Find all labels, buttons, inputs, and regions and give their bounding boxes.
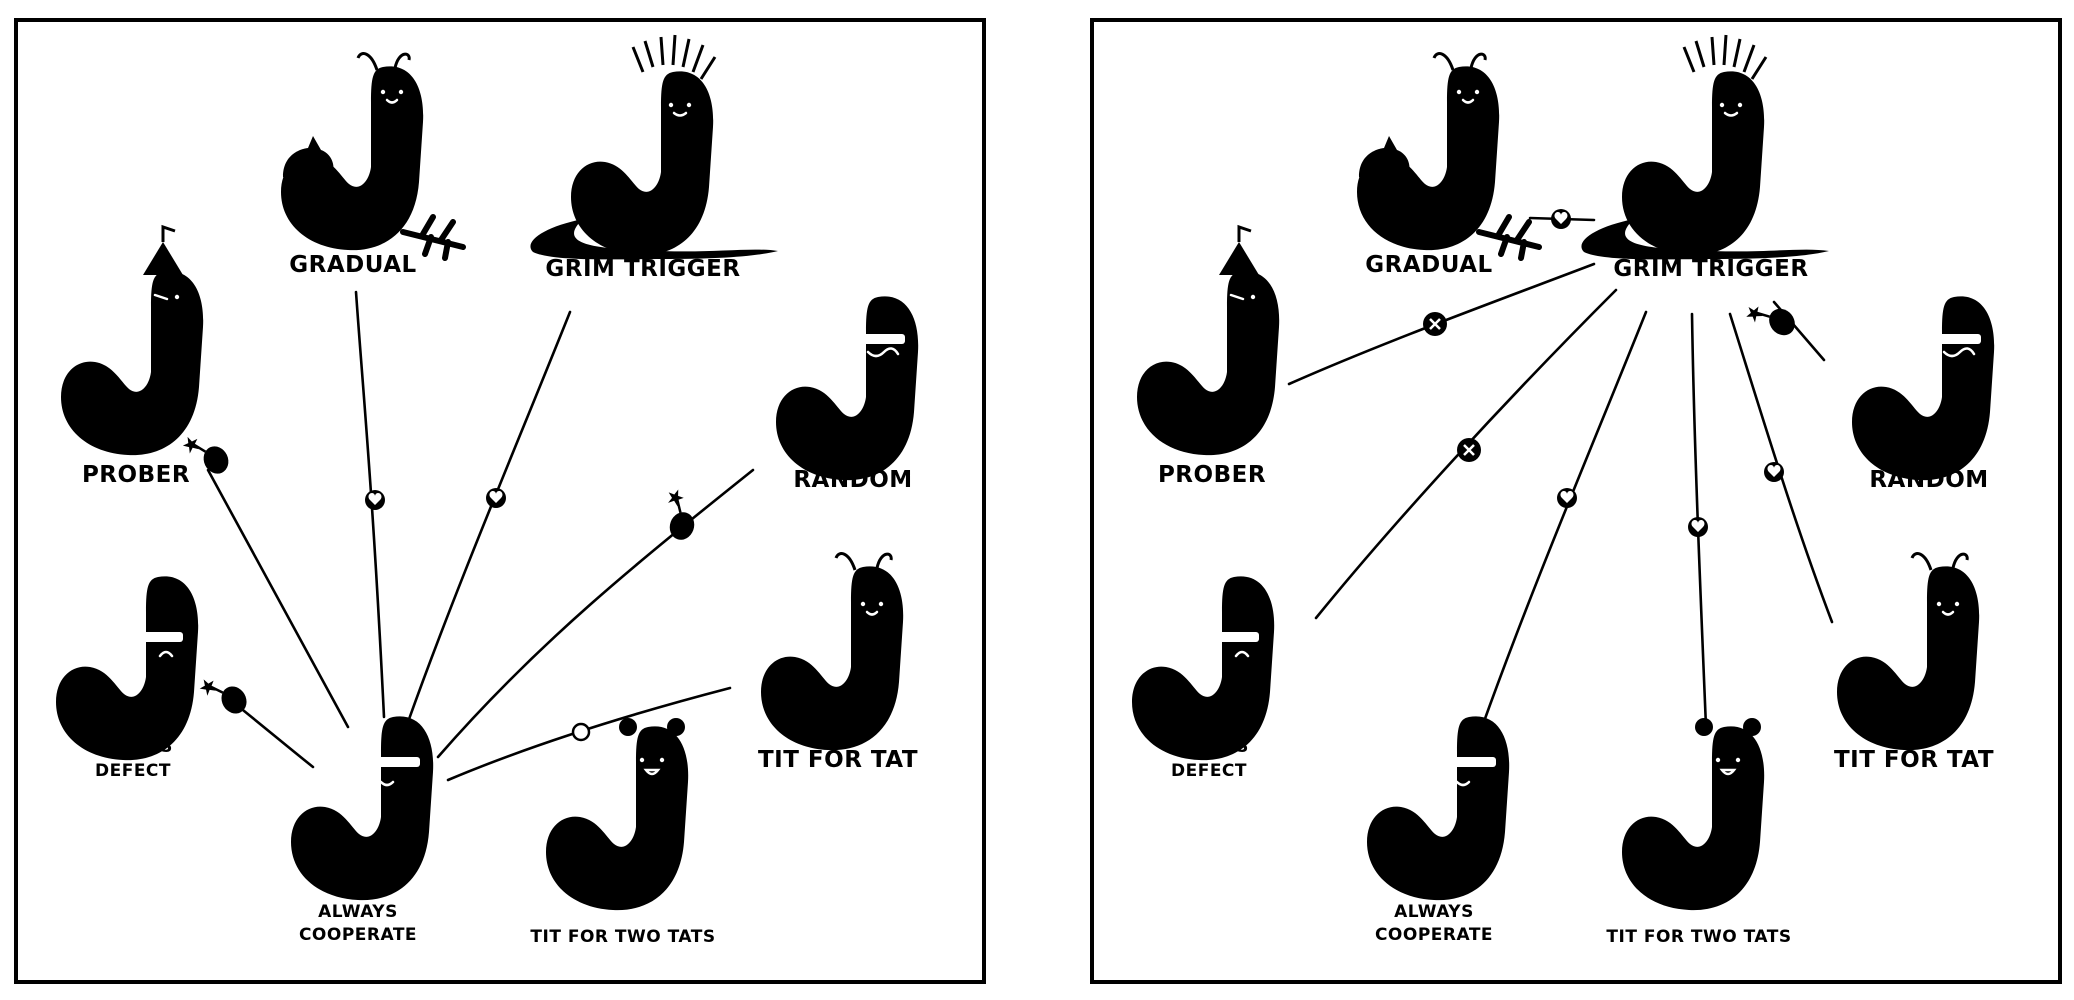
gradual-character [1357, 52, 1542, 261]
line-always-defect [1314, 288, 1618, 620]
cross-icon [1455, 436, 1483, 464]
label-random: RANDOM [793, 467, 912, 493]
heart-icon [486, 488, 506, 508]
heart-icon [1764, 462, 1784, 482]
tit-for-tat-character [761, 552, 904, 751]
cross-icon [1421, 310, 1449, 338]
right-diagram: GRADUAL GRIM TRIGGER PROBER RANDOM ALWAY… [1132, 34, 1995, 947]
label-always-defect-2: DEFECT [95, 761, 171, 781]
random-character [1852, 296, 1995, 481]
heart-icon [571, 722, 591, 742]
label-tit-for-two-tats: TIT FOR TWO TATS [1606, 927, 1791, 947]
heart-icon [1688, 517, 1708, 537]
label-prober: PROBER [82, 462, 190, 488]
label-tit-for-tat: TIT FOR TAT [1834, 747, 1994, 773]
line-random [436, 468, 755, 759]
always-cooperate-character [1367, 716, 1510, 901]
tit-for-two-tats-character [546, 718, 689, 911]
label-always-defect-1: ALWAYS [1169, 737, 1249, 757]
label-tit-for-two-tats: TIT FOR TWO TATS [530, 927, 715, 947]
label-gradual: GRADUAL [1365, 252, 1492, 278]
label-always-cooperate-1: ALWAYS [318, 902, 398, 922]
always-defect-character [56, 576, 199, 761]
label-always-defect-1: ALWAYS [93, 737, 173, 757]
label-prober: PROBER [1158, 462, 1266, 488]
gradual-character [281, 52, 466, 261]
always-defect-character [1132, 576, 1275, 761]
grim-trigger-character [1581, 34, 1829, 260]
bomb-icon [195, 664, 253, 726]
tit-for-tat-character [1837, 552, 1980, 751]
prober-character [61, 224, 204, 456]
heart-icon [1551, 209, 1571, 229]
grim-trigger-character [530, 34, 778, 260]
line-prober [206, 468, 350, 729]
always-cooperate-character [291, 716, 434, 901]
label-always-cooperate-2: COOPERATE [1375, 925, 1493, 945]
random-character [776, 296, 919, 481]
left-diagram: GRADUAL GRIM TRIGGER PROBER RANDOM ALWAY… [56, 34, 919, 947]
label-always-defect-2: DEFECT [1171, 761, 1247, 781]
line-gradual [354, 290, 386, 719]
tit-for-two-tats-character [1622, 718, 1765, 911]
bomb-icon [1741, 287, 1802, 350]
line-tit-for-two-tats [1690, 312, 1708, 729]
label-always-cooperate-1: ALWAYS [1394, 902, 1474, 922]
label-gradual: GRADUAL [289, 252, 416, 278]
heart-icon [365, 490, 385, 510]
label-tit-for-tat: TIT FOR TAT [758, 747, 918, 773]
label-grim-trigger: GRIM TRIGGER [1613, 256, 1808, 282]
prober-character [1137, 224, 1280, 456]
label-random: RANDOM [1869, 467, 1988, 493]
label-always-cooperate-2: COOPERATE [299, 925, 417, 945]
heart-icon [1557, 488, 1577, 508]
label-grim-trigger: GRIM TRIGGER [545, 256, 740, 282]
right-panel: GRADUAL GRIM TRIGGER PROBER RANDOM ALWAY… [1090, 18, 2062, 984]
left-panel: GRADUAL GRIM TRIGGER PROBER RANDOM ALWAY… [14, 18, 986, 984]
line-always-cooperate [1480, 310, 1648, 729]
line-grim-trigger [406, 310, 572, 724]
